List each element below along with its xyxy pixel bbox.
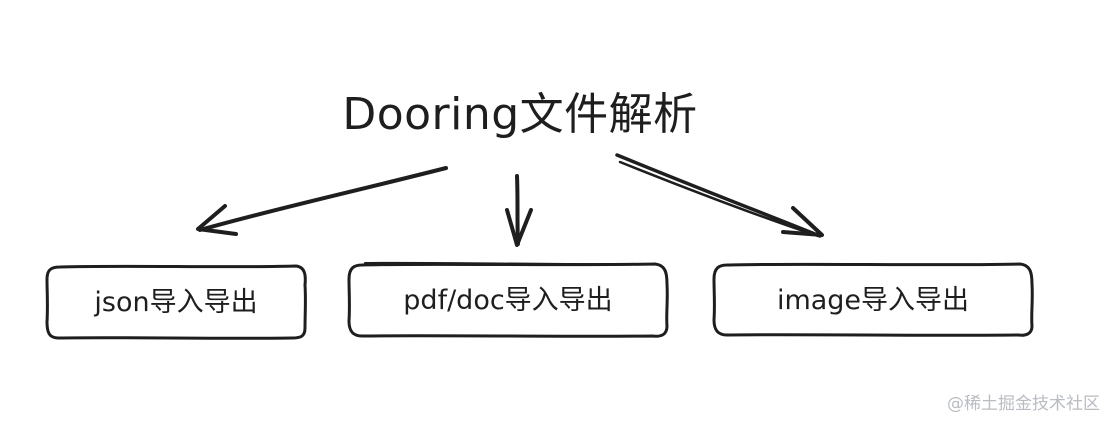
arrow-to-json-tail-mark <box>429 168 447 173</box>
box-pdf-doc-border-overstroke <box>364 261 651 266</box>
node-json-import-export: json导入导出 <box>94 286 258 318</box>
box-json-border <box>45 264 307 340</box>
node-pdf-doc-import-export: pdf/doc导入导出 <box>403 284 613 316</box>
node-image-import-export: image导入导出 <box>776 284 970 316</box>
arrow-to-pdf-doc-head <box>505 208 533 247</box>
arrow-to-image-head <box>781 206 824 237</box>
diagram-title: Dooring文件解析 <box>342 89 698 140</box>
arrow-to-json <box>198 166 448 232</box>
arrow-to-json-head <box>196 204 238 236</box>
box-image-border <box>712 262 1034 337</box>
watermark-text: @稀土掘金技术社区 <box>947 394 1100 414</box>
arrow-to-pdf-doc <box>515 174 520 246</box>
arrow-to-image-overstroke <box>618 160 820 238</box>
arrow-to-image <box>615 153 822 238</box>
